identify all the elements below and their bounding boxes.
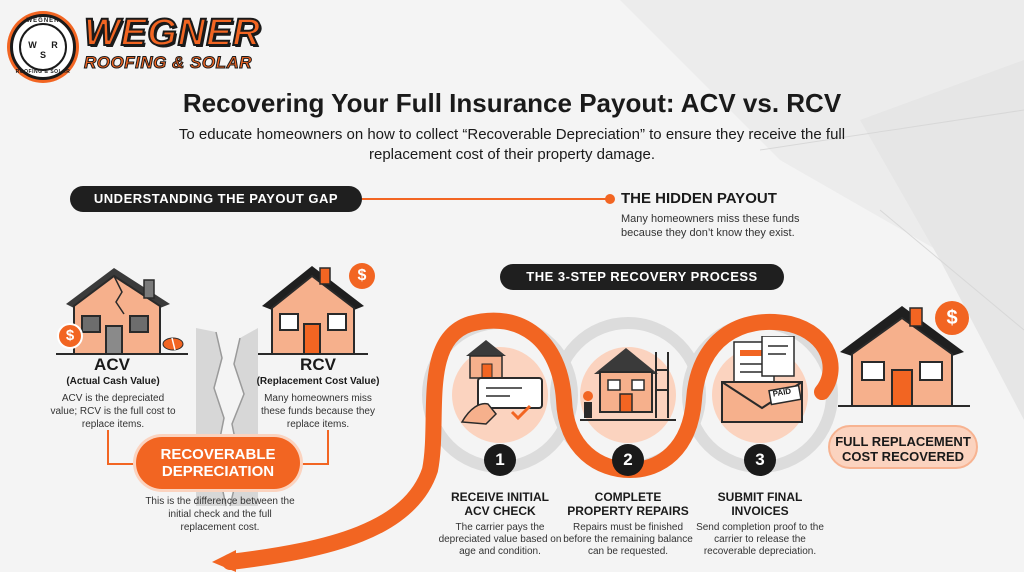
invoice-envelope-icon [721,336,803,423]
acv-heading: ACV [94,355,130,374]
recoverable-line2: DEPRECIATION [161,463,275,480]
step-2-description: Repairs must be finished before the rema… [563,522,693,557]
page-title: Recovering Your Full Insurance Payout: A… [182,88,842,118]
broken-coin-icon [162,337,184,351]
recoverable-line1: RECOVERABLE [160,446,276,463]
logo-arc-top: WEGNER [26,18,60,24]
step-3-title: SUBMIT FINAL INVOICES [695,490,825,518]
logo-arc-bottom: ROOFING & SOLAR [15,69,71,75]
acv-description: ACV is the depreciated value; RCV is the… [50,393,176,430]
step-3-title-line2: INVOICES [731,504,789,518]
final-dollar-badge-icon [935,301,969,335]
house-repair-icon [580,348,676,421]
step-2-number: 2 [612,444,644,476]
coin-icon [57,323,83,349]
acv-subheading: (Actual Cash Value) [66,376,160,387]
step-1-description: The carrier pays the depreciated value b… [438,522,562,557]
rcv-heading: RCV [300,355,336,374]
page-subtitle: To educate homeowners on how to collect … [178,126,846,163]
dollar-badge-symbol: $ [357,267,367,284]
brand-name: WEGNER [83,12,261,54]
step-3-number: 3 [744,444,776,476]
step-1-title: RECEIVE INITIAL ACV CHECK [435,490,565,518]
step-2-title-line1: COMPLETE [594,490,662,504]
logo-ring [19,23,67,71]
connector-line [362,194,615,204]
recoverable-depreciation-badge: RECOVERABLE DEPRECIATION [136,437,300,489]
recoverable-description: This is the difference between the initi… [145,496,295,533]
step-3-description: Send completion proof to the carrier to … [696,522,824,557]
step-1-title-line1: RECEIVE INITIAL [450,490,549,504]
final-house-icon [838,306,970,407]
logo-monogram: W R S [28,40,64,60]
dollar-badge-icon [349,263,375,289]
step-1-number: 1 [484,444,516,476]
bracket-lines [107,430,329,465]
result-line2: COST RECOVERED [841,449,965,464]
step-3-title-line1: SUBMIT FINAL [717,490,803,504]
hidden-payout-title: THE HIDDEN PAYOUT [621,190,777,207]
coin-dollar-icon: $ [65,327,75,344]
process-label: THE 3-STEP RECOVERY PROCESS [500,264,784,290]
result-line1: FULL REPLACEMENT [835,434,971,449]
rcv-subheading: (Replacement Cost Value) [256,376,380,387]
payout-gap-label: UNDERSTANDING THE PAYOUT GAP [70,186,362,212]
acv-check-icon [460,340,543,425]
full-replacement-badge: FULL REPLACEMENT COST RECOVERED [828,425,978,469]
new-house-icon [258,266,368,355]
step-2-title: COMPLETE PROPERTY REPAIRS [563,490,693,518]
step-1-title-line2: ACV CHECK [464,504,536,518]
hidden-payout-text: Many homeowners miss these funds because… [621,213,800,239]
final-dollar-symbol: $ [946,307,958,329]
brand-tagline: ROOFING & SOLAR [83,53,253,72]
damaged-house-icon [56,268,188,355]
step-2-title-line2: PROPERTY REPAIRS [567,504,689,518]
rcv-description: Many homeowners miss these funds because… [261,393,375,430]
brand-logo-seal: WEGNER W R S ROOFING & SOLAR [10,14,76,80]
